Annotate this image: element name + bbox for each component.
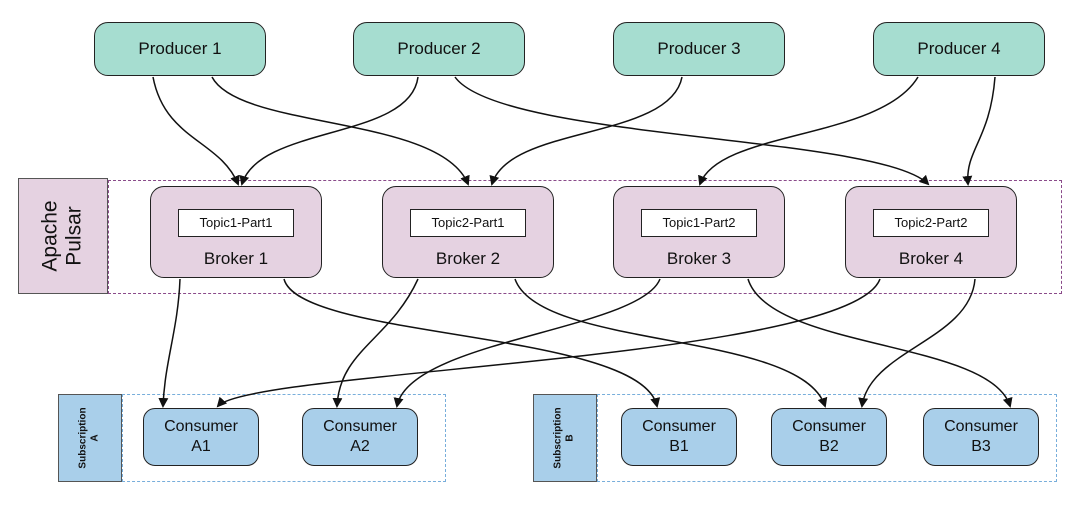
edge-broker4-consumer-a1 [216,278,881,408]
consumer-b2[interactable]: Consumer B2 [771,408,887,466]
broker-2[interactable]: Topic2-Part1 Broker 2 [382,186,554,278]
producer-2[interactable]: Producer 2 [353,22,525,76]
consumer-a1[interactable]: Consumer A1 [143,408,259,466]
consumer-b1[interactable]: Consumer B1 [621,408,737,466]
edge-broker3-consumer-a2 [393,278,661,408]
edge-broker2-consumer-a2 [332,278,419,408]
producer-4[interactable]: Producer 4 [873,22,1045,76]
edge-producer4-broker4 [962,76,996,186]
edge-producer4-broker3 [698,76,919,186]
topic-partition-box: Topic2-Part2 [873,209,989,237]
subscription-a-boundary [122,394,446,482]
subscription-b-boundary [597,394,1057,482]
topic-partition-box: Topic1-Part2 [641,209,757,237]
edge-producer2-broker1 [239,76,419,186]
pulsar-cluster-boundary [108,180,1062,294]
producer-1[interactable]: Producer 1 [94,22,266,76]
consumer-b3[interactable]: Consumer B3 [923,408,1039,466]
consumer-a2[interactable]: Consumer A2 [302,408,418,466]
edge-broker1-consumer-b1 [283,278,661,408]
broker-label: Broker 2 [435,249,501,268]
broker-1[interactable]: Topic1-Part1 Broker 1 [150,186,322,278]
edge-broker3-consumer-b3 [747,278,1013,408]
edge-broker1-consumer-a1 [158,278,181,408]
edge-producer1-broker2 [211,76,470,186]
broker-label: Broker 3 [666,249,732,268]
subscription-a-label: Subscription A [58,394,122,482]
pulsar-cluster-label: Apache Pulsar [18,178,108,294]
subscription-b-label: Subscription B [533,394,597,482]
broker-label: Broker 1 [203,249,269,268]
edge-producer3-broker2 [489,76,683,186]
topic-partition-box: Topic1-Part1 [178,209,294,237]
producer-3[interactable]: Producer 3 [613,22,785,76]
edge-producer1-broker1 [152,76,240,186]
edge-producer2-broker4 [454,76,930,186]
broker-4[interactable]: Topic2-Part2 Broker 4 [845,186,1017,278]
broker-3[interactable]: Topic1-Part2 Broker 3 [613,186,785,278]
edge-broker4-consumer-b2 [858,278,976,408]
edge-broker2-consumer-b2 [514,278,828,408]
broker-label: Broker 4 [898,249,964,268]
topic-partition-box: Topic2-Part1 [410,209,526,237]
